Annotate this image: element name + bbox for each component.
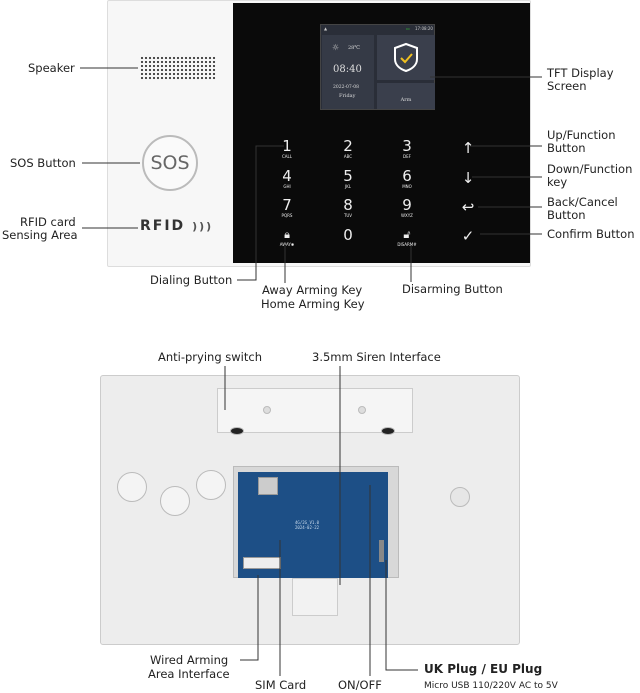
rfid-wave-icon: ))) (192, 220, 214, 233)
label-tft-2: Screen (547, 79, 587, 93)
sos-button-text: SOS (150, 152, 190, 174)
key-sub: PQRS (281, 213, 293, 218)
label-wired-2: Area Interface (148, 667, 230, 681)
key-sub: JKL (344, 184, 352, 189)
unlock-icon: 🔓︎ (403, 228, 411, 241)
key-sub: AWAY✱ (279, 242, 295, 247)
key-sub: DEF (403, 154, 411, 159)
label-sos: SOS Button (10, 156, 76, 170)
key-sub: CALL (282, 154, 292, 159)
label-rfid-2: Sensing Area (2, 228, 78, 242)
key-digit: 1 (282, 137, 292, 155)
key-sub: WXYZ (401, 213, 413, 218)
clock-time: 08:40 (333, 64, 362, 75)
key-digit: 6 (402, 167, 412, 185)
status-time: 17:08:20 (415, 26, 433, 31)
cable-slot (292, 578, 338, 616)
key-sub: ABC (343, 154, 353, 159)
key-digit: 8 (343, 196, 353, 214)
sim-card-slot (258, 477, 278, 495)
key-sub: TUV (343, 213, 353, 218)
label-down-2: key (547, 175, 568, 189)
label-wired-1: Wired Arming (150, 653, 229, 667)
anti-prying-switch (217, 388, 413, 433)
key-sub: GHI (283, 184, 291, 189)
shield-check-icon (394, 42, 418, 73)
rfid-text: RFID (140, 218, 186, 234)
label-sim: SIM Card (255, 678, 307, 692)
rfid-area[interactable]: RFID ))) (140, 218, 213, 234)
arm-label: Arm (400, 97, 412, 103)
label-onoff: ON/OFF (338, 678, 382, 692)
key-digit: 0 (343, 226, 353, 244)
label-plug: UK Plug / EU Plug (424, 662, 543, 676)
pcb-date: 2024-02-22 (295, 525, 320, 530)
sun-icon: ☼ (332, 43, 340, 52)
temperature: 28℃ (348, 45, 360, 51)
key-disarm[interactable]: 🔓︎DISARM# (387, 227, 427, 247)
label-away-arming: Away Arming Key (262, 283, 363, 297)
up-arrow-icon[interactable]: ↑ (461, 139, 475, 157)
key-digit: 4 (282, 167, 292, 185)
lock-icon: 🔒︎ (284, 228, 290, 241)
label-rfid-1: RFID card (20, 215, 76, 229)
key-digit: 7 (282, 196, 292, 214)
key-digit: 5 (343, 167, 353, 185)
speaker-grille (140, 56, 216, 80)
label-home-arming: Home Arming Key (261, 297, 365, 311)
label-down-1: Down/Function (547, 162, 633, 176)
arm-tile[interactable]: Arm (377, 83, 435, 109)
label-dialing: Dialing Button (150, 273, 233, 287)
signal-icon: ▲ (324, 26, 328, 31)
label-plug-sub: Micro USB 110/220V AC to 5V (424, 681, 558, 691)
key-digit: 2 (343, 137, 353, 155)
key-sub: MNO (402, 184, 412, 189)
clock-tile: ☼ 28℃ 08:40 2022-07-08 Friday (322, 35, 374, 109)
label-anti-prying: Anti-prying switch (158, 350, 262, 364)
label-siren: 3.5mm Siren Interface (312, 350, 441, 364)
status-bar: ▲ ▭ 17:08:20 (321, 25, 434, 33)
tft-display-screen: ▲ ▭ 17:08:20 ☼ 28℃ 08:40 2022-07-08 Frid… (320, 24, 435, 110)
label-confirm: Confirm Button (547, 227, 635, 241)
key-digit: 9 (402, 196, 412, 214)
key-digit: 3 (402, 137, 412, 155)
key-0[interactable]: 0 (328, 228, 368, 243)
key-away-arm[interactable]: 🔒︎AWAY✱ (267, 227, 307, 247)
label-tft-1: TFT Display (547, 66, 614, 80)
down-arrow-icon[interactable]: ↓ (461, 169, 475, 187)
weekday: Friday (339, 93, 356, 99)
label-back-2: Button (547, 208, 586, 222)
date: 2022-07-08 (333, 85, 359, 90)
key-sub: DISARM# (397, 242, 417, 247)
battery-icon: ▭ (406, 26, 410, 31)
sos-button[interactable]: SOS (142, 135, 198, 191)
check-icon[interactable]: ✓ (461, 227, 475, 245)
back-arrow-icon[interactable]: ↩ (461, 198, 475, 216)
label-up-1: Up/Function (547, 128, 616, 142)
pcb-version: 4G/2G_V1.0 (295, 520, 320, 525)
micro-usb-port (379, 540, 384, 562)
label-speaker: Speaker (28, 61, 75, 75)
label-disarming: Disarming Button (402, 282, 503, 296)
shield-tile (377, 35, 435, 80)
label-up-2: Button (547, 141, 586, 155)
label-back-1: Back/Cancel (547, 195, 618, 209)
